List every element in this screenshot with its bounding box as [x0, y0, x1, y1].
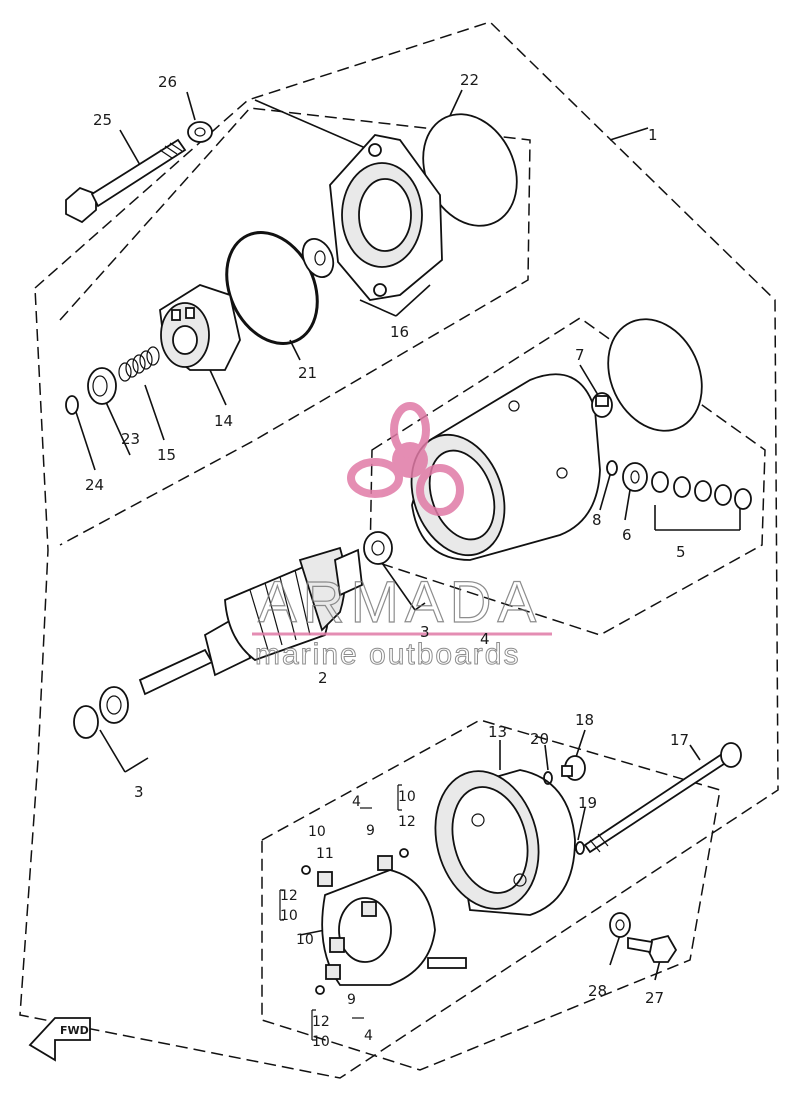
bolt-17: [583, 742, 742, 854]
callout-12-upper: 12: [398, 814, 416, 830]
gasket-4: [607, 318, 703, 432]
callout-28: 28: [588, 982, 607, 1000]
brush-holder-assembly: [301, 848, 467, 995]
callout-4-upper: 4: [352, 794, 361, 810]
terminal-7: [591, 392, 613, 418]
callout-10-bottom: 10: [312, 1034, 330, 1050]
watermark-brand: ARMADA: [258, 570, 542, 635]
fwd-direction-marker: FWD: [28, 1017, 91, 1062]
callout-10-upper-right: 10: [398, 789, 416, 805]
callout-24: 24: [85, 476, 104, 494]
callout-17: 17: [670, 731, 689, 749]
callout-4-lower: 4: [364, 1028, 373, 1044]
callout-8: 8: [592, 511, 602, 529]
armature-2: [138, 546, 363, 696]
rear-cover-13: [434, 769, 576, 916]
nut-set-5: [651, 471, 752, 510]
callout-20: 20: [530, 730, 549, 748]
callout-22: 22: [460, 71, 479, 89]
o-ring-20: [543, 771, 553, 785]
washer-26: [187, 121, 213, 143]
callout-10-left: 10: [280, 908, 298, 924]
watermark-tagline: marine outboards: [255, 638, 520, 671]
rear-cover-boundary: [261, 719, 721, 1071]
spring-15: [118, 346, 160, 382]
clutch-14: [159, 284, 241, 371]
callout-9-lower: 9: [347, 992, 356, 1008]
callout-16: 16: [390, 323, 409, 341]
callout-3-upper: 3: [420, 623, 430, 641]
callout-12-left: 12: [280, 888, 298, 904]
callout-11: 11: [316, 846, 334, 862]
callout-27: 27: [645, 989, 664, 1007]
front-cover-16: [329, 134, 443, 301]
callout-19: 19: [578, 794, 597, 812]
callout-2: 2: [318, 669, 328, 687]
screw-18: [561, 755, 586, 781]
callout-5: 5: [676, 543, 686, 561]
callout-10-upper-left: 10: [308, 824, 326, 840]
propeller-blade-icon: [390, 402, 430, 458]
callout-6: 6: [622, 526, 632, 544]
callout-23: 23: [121, 430, 140, 448]
bolt-25: [65, 138, 187, 224]
callout-14: 14: [214, 412, 233, 430]
callout-labels: 1 2 3 3 4 4 4 5 6 7 8 9 9 10 10 10 10 10…: [85, 71, 689, 1050]
front-cover-boundary: [59, 107, 531, 546]
callout-1: 1: [648, 126, 658, 144]
washer-3-lower: [73, 686, 129, 739]
collar-23: [87, 367, 117, 405]
clip-24: [65, 395, 79, 415]
o-ring-19: [575, 841, 585, 855]
fwd-label: FWD: [60, 1024, 89, 1037]
callout-7: 7: [575, 346, 585, 364]
seal-washer-16: [301, 238, 335, 278]
callout-21: 21: [298, 364, 317, 382]
propeller-blade-icon: [347, 458, 403, 498]
o-ring-8: [606, 460, 618, 476]
callout-26: 26: [158, 73, 177, 91]
callout-10-center: 10: [296, 932, 314, 948]
fwd-arrow-icon: [28, 1017, 91, 1062]
callout-3-lower: 3: [134, 783, 144, 801]
washer-28: [609, 912, 631, 938]
callout-12-bottom: 12: [312, 1014, 330, 1030]
washer-6: [622, 462, 648, 492]
callout-15: 15: [157, 446, 176, 464]
callout-brackets: [279, 784, 402, 1041]
callout-4-yoke: 4: [480, 630, 490, 648]
bolt-27: [627, 934, 678, 963]
assembly-boundary: [19, 21, 779, 1079]
callout-13: 13: [488, 723, 507, 741]
propeller-blade-icon: [416, 464, 464, 516]
callout-18: 18: [575, 711, 594, 729]
callout-25: 25: [93, 111, 112, 129]
washer-3-upper: [363, 531, 393, 565]
armada-watermark: ARMADA marine outboards: [252, 402, 552, 672]
callout-9-upper: 9: [366, 823, 375, 839]
leader-lines: [75, 89, 741, 981]
